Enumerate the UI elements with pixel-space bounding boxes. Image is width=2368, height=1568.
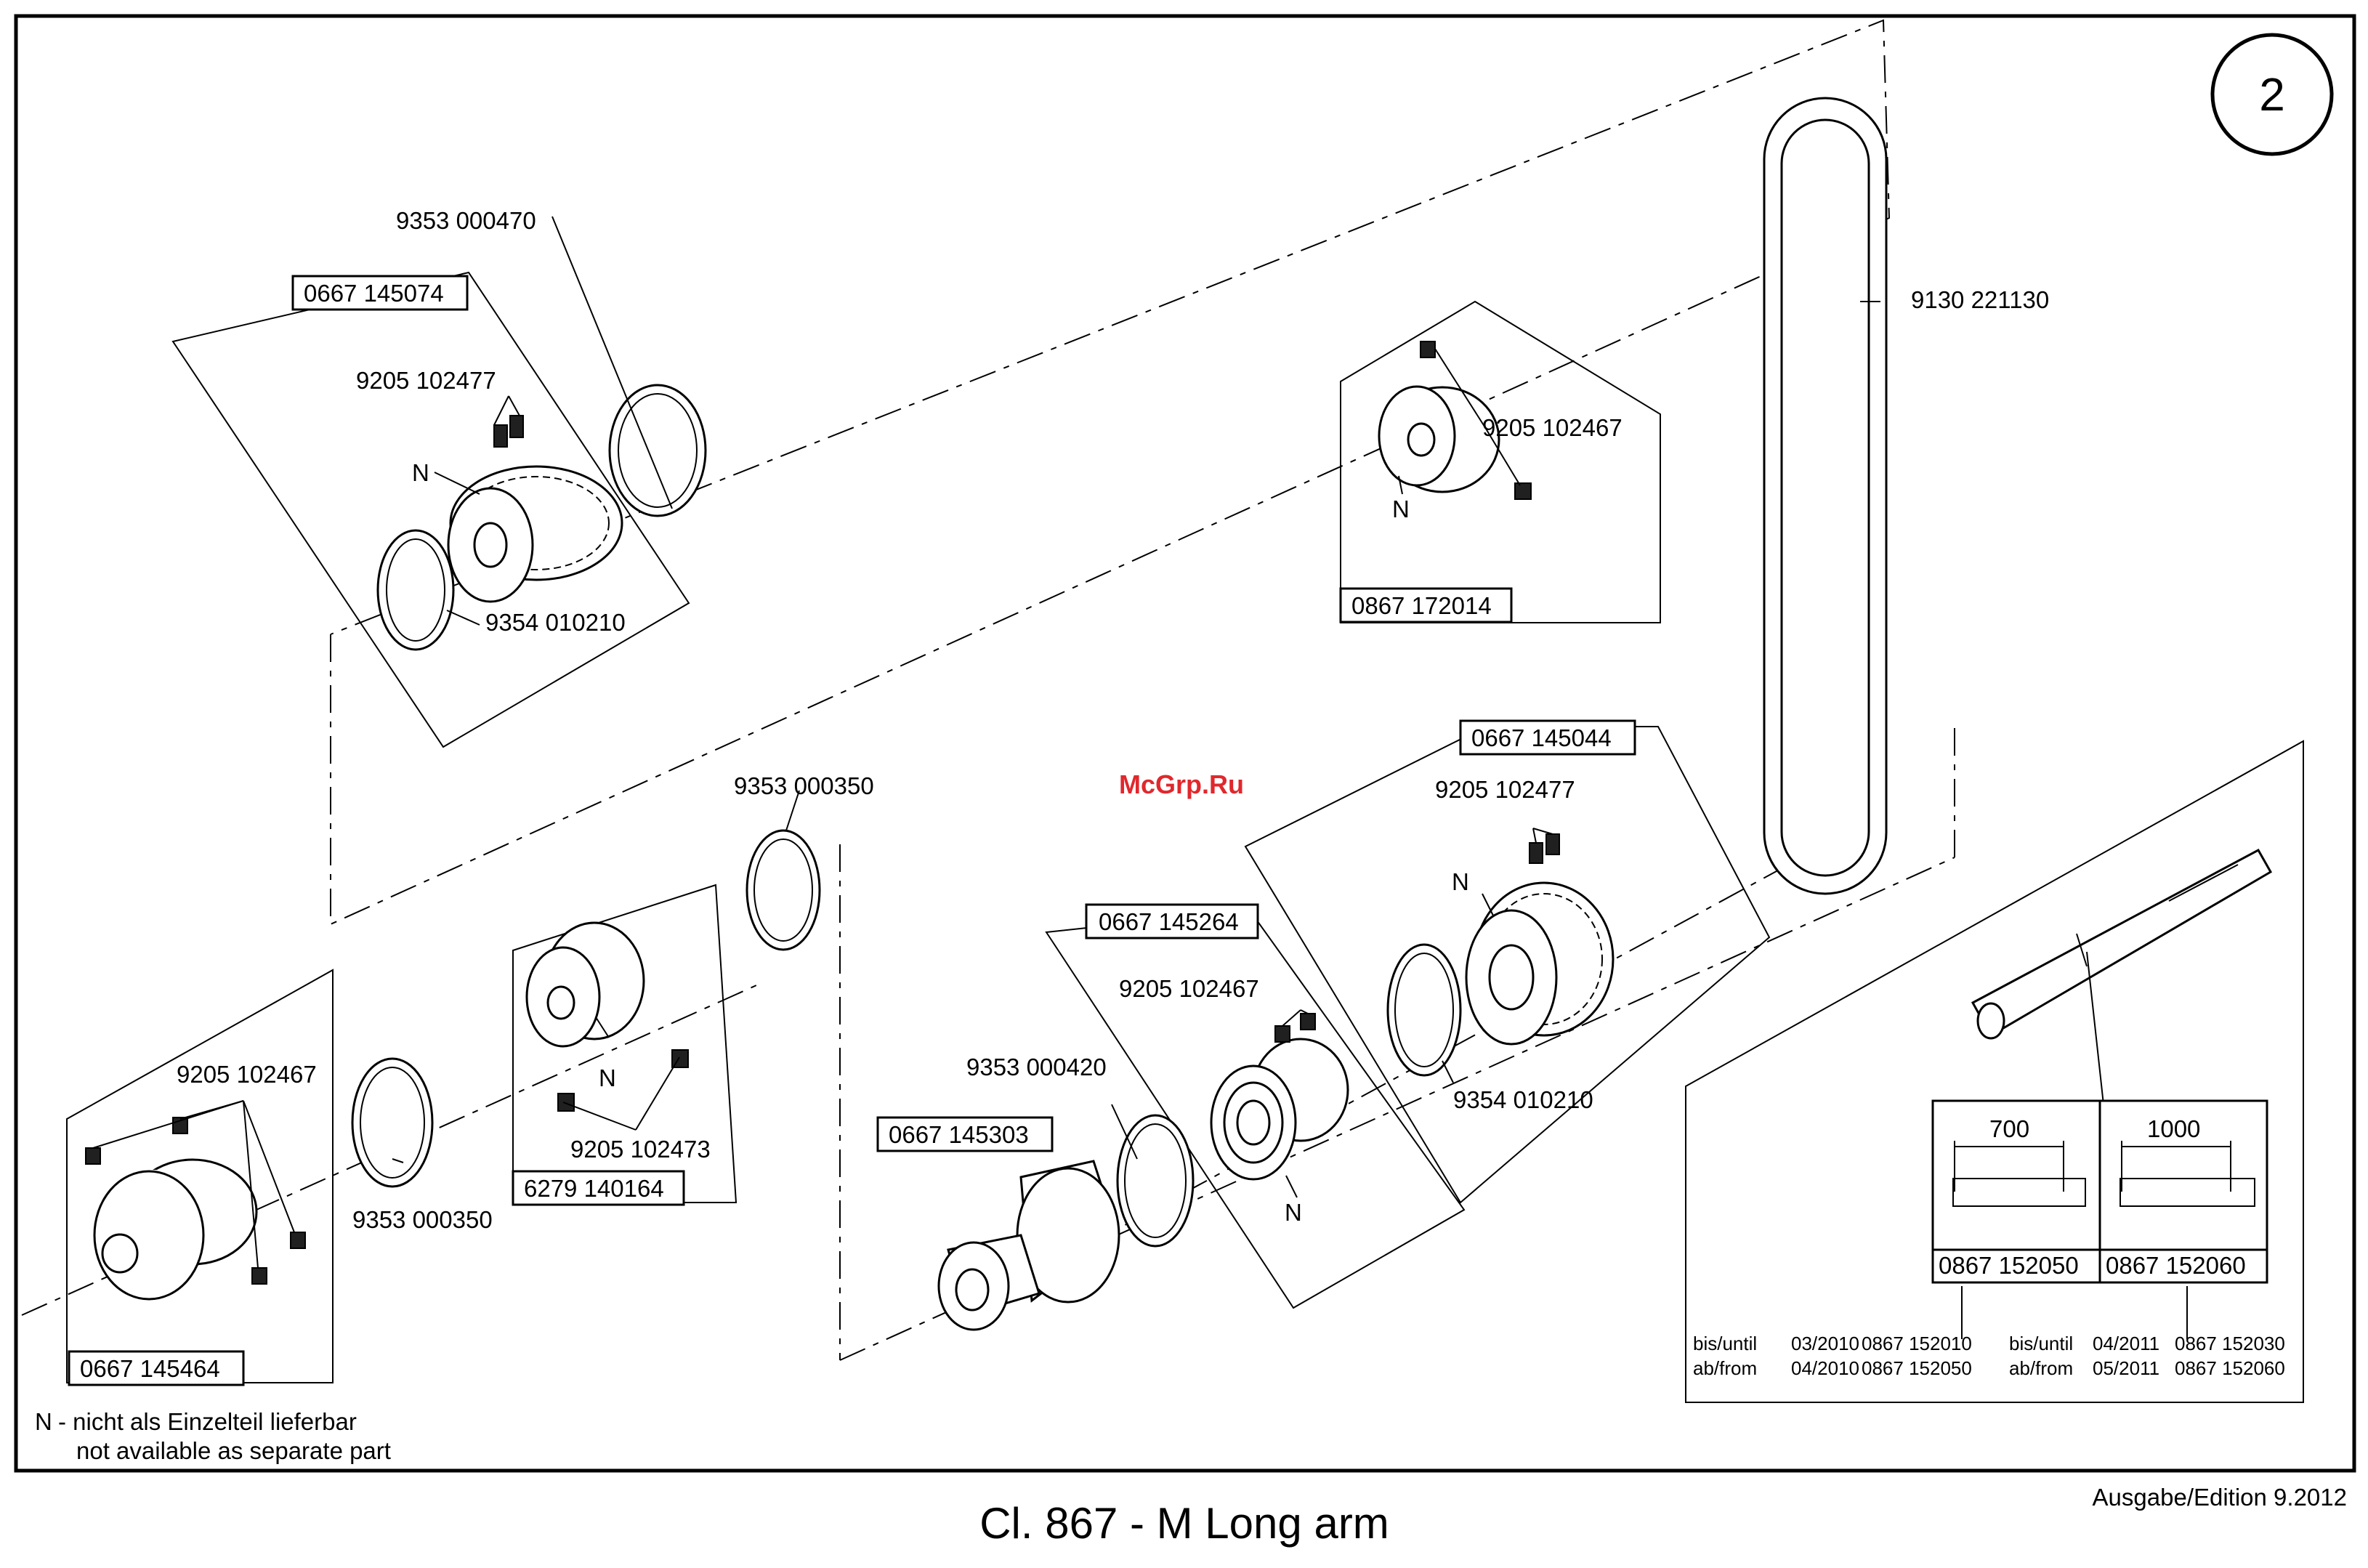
- legend: N - nicht als Einzelteil lieferbar not a…: [35, 1408, 391, 1464]
- shaft-variant-b-dimension: 1000: [2147, 1115, 2200, 1142]
- note-a-1-part: 0867 152010: [1862, 1333, 1972, 1354]
- watermark-text: McGrp.Ru: [1119, 769, 1244, 799]
- right-pulley-box-number: 0667 145044: [1471, 724, 1612, 751]
- right-circlip: [1386, 943, 1462, 1077]
- collar-screws-label: 9205 102467: [1482, 414, 1623, 441]
- left-hub-screws-label: 9205 102467: [177, 1061, 317, 1088]
- box-bearing-collar: [1085, 903, 1259, 939]
- bushing: [937, 1160, 1120, 1331]
- page-number-badge: 2: [2210, 33, 2334, 156]
- top-pulley-screws-label: 9205 102477: [356, 367, 496, 394]
- note-b-1-part: 0867 152030: [2175, 1333, 2285, 1354]
- note-b-1-date: 04/2011: [2093, 1333, 2159, 1354]
- legend-english: not available as separate part: [76, 1437, 391, 1464]
- shaft-notes-b: bis/until 04/2011 0867 152030 ab/from 05…: [2009, 1333, 2285, 1379]
- axis-lines: [21, 19, 1955, 1361]
- right-pulley-n-label: N: [1452, 868, 1469, 895]
- page-number: 2: [2259, 68, 2285, 121]
- middle-collar-box-number: 6279 140164: [524, 1175, 664, 1202]
- note-b-2-date: 05/2011: [2093, 1357, 2159, 1379]
- note-a-2-when: ab/from: [1693, 1357, 1757, 1379]
- box-bushing: [876, 1116, 1054, 1152]
- bushing-box-number: 0667 145303: [889, 1121, 1029, 1148]
- note-b-2-part: 0867 152060: [2175, 1357, 2285, 1379]
- shaft: [1971, 848, 2273, 1040]
- collar-n-label: N: [1392, 496, 1410, 522]
- top-pulley-n-label: N: [412, 459, 429, 486]
- shaft-variants-table: 700 1000 0867 152050 0867 152060: [1931, 1099, 2268, 1339]
- shaft-leader: [2086, 951, 2104, 1105]
- leader-lines: [392, 216, 1880, 1198]
- middle-retaining-ring: [745, 829, 821, 951]
- note-b-2-when: ab/from: [2009, 1357, 2073, 1379]
- bearing-collar-n-label: N: [1285, 1199, 1302, 1226]
- note-a-2-date: 04/2010: [1791, 1357, 1859, 1379]
- right-pulley-circlip-label: 9354 010210: [1453, 1086, 1593, 1113]
- middle-collar-screws-label: 9205 102473: [570, 1136, 711, 1163]
- shaft-notes-a: bis/until 03/2010 0867 152010 ab/from 04…: [1693, 1333, 1972, 1379]
- top-pulley-circlip-label: 9354 010210: [485, 609, 626, 636]
- left-hub-assembly: [85, 1100, 306, 1301]
- legend-german: - nicht als Einzelteil lieferbar: [58, 1408, 357, 1435]
- shaft-variant-a-part: 0867 152050: [1939, 1252, 2079, 1279]
- timing-belt: [1763, 97, 1888, 895]
- box-middle-collar: [512, 1170, 685, 1206]
- collar-box-number: 0867 172014: [1351, 592, 1492, 619]
- middle-ring-label: 9353 000350: [734, 772, 874, 799]
- bearing-collar-assembly: [1210, 1013, 1349, 1181]
- top-pulley-ring-label: 9353 000470: [396, 207, 536, 234]
- note-a-1-when: bis/until: [1693, 1333, 1757, 1354]
- middle-collar-n-label: N: [599, 1064, 616, 1091]
- legend-symbol: N: [35, 1408, 52, 1435]
- bearing-collar-box-number: 0667 145264: [1099, 908, 1239, 935]
- drawing-frame: [14, 14, 2356, 1473]
- left-hub-box-number: 0667 145464: [80, 1355, 220, 1382]
- shaft-variant-a-drawing: 700: [1952, 1115, 2086, 1207]
- box-top-pulley: [291, 275, 469, 311]
- collar-assembly: [1378, 341, 1532, 500]
- shaft-variant-a-dimension: 700: [1989, 1115, 2029, 1142]
- bearing-collar-screws-label: 9205 102467: [1119, 975, 1259, 1002]
- top-pulley-box-number: 0667 145074: [304, 280, 444, 307]
- left-ring-label: 9353 000350: [352, 1206, 493, 1233]
- page-title: Cl. 867 - M Long arm: [979, 1499, 1389, 1548]
- top-pulley-assembly: [376, 384, 707, 651]
- shaft-variant-b-part: 0867 152060: [2106, 1252, 2246, 1279]
- belt-label: 9130 221130: [1911, 286, 2049, 313]
- note-a-1-date: 03/2010: [1791, 1333, 1859, 1354]
- box-collar: [1339, 587, 1513, 623]
- shaft-variant-b-drawing: 1000: [2120, 1115, 2255, 1207]
- top-retaining-ring: [608, 384, 707, 517]
- note-b-1-when: bis/until: [2009, 1333, 2073, 1354]
- box-left-hub: [68, 1350, 245, 1386]
- bushing-retaining-ring: [1116, 1114, 1195, 1248]
- box-right-pulley: [1459, 719, 1636, 756]
- note-a-2-part: 0867 152050: [1862, 1357, 1972, 1379]
- top-circlip: [376, 529, 455, 651]
- right-pulley-screws-label: 9205 102477: [1435, 776, 1575, 803]
- left-retaining-ring: [351, 1057, 434, 1188]
- edition-label: Ausgabe/Edition 9.2012: [2093, 1484, 2347, 1511]
- middle-collar-assembly: [525, 921, 689, 1112]
- bushing-ring-label: 9353 000420: [966, 1054, 1107, 1080]
- right-pulley-assembly: [1386, 833, 1615, 1077]
